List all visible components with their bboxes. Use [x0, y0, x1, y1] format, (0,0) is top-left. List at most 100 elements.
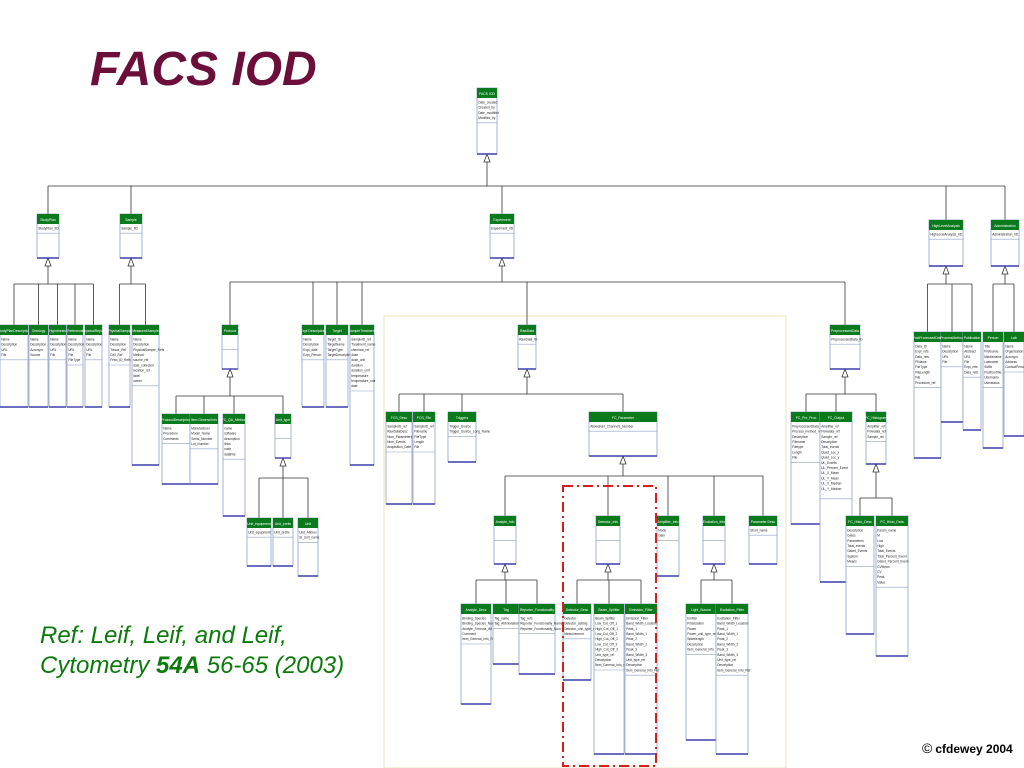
class-box-field: UL_X_Median [821, 482, 841, 486]
class-box-title: MeasuredSample [132, 329, 159, 333]
class-box-field: Item_General_Info_ref [595, 663, 627, 667]
class-box-title: Parameter Desc [751, 520, 776, 524]
class-box-title: FCS_File [417, 416, 431, 420]
class-box-field: Binding_Species_Name [462, 622, 496, 626]
class-box-header [716, 604, 748, 614]
class-box-field: Administration_IID [992, 232, 1019, 236]
class-box-field: duration [351, 363, 363, 367]
class-box-field: Expt_date [303, 348, 318, 352]
class-box-header [275, 414, 291, 424]
class-box-header [120, 214, 142, 224]
class-box-title: Analyte_Info [496, 520, 515, 524]
class-box-field: URL [1, 348, 8, 352]
class-box-field: Band_Width_1 [717, 632, 738, 636]
class-box-field: Unit_type_ref [595, 653, 614, 657]
class-box-field: Description [303, 343, 319, 347]
class-box-header [386, 412, 412, 422]
class-box-field: CVMean [877, 565, 890, 569]
class-box-field: Userstatus [984, 381, 1000, 385]
class-box-field: Beam_Splitter [595, 616, 616, 620]
class-box-field: URL [86, 348, 93, 352]
class-box-header [29, 325, 48, 335]
class-box-header [830, 325, 860, 335]
copyright-text: cfdewey 2004 [935, 742, 1013, 756]
class-box-field: Comments [163, 437, 179, 441]
class-box-reporterfunc: Reporter_FunctionalityTag_refsReporter_F… [518, 603, 563, 675]
reference-line-2: Cytometry 54A 56-65 (2003) [40, 651, 344, 681]
class-box-field: Name [110, 337, 119, 341]
class-box-title: ProtocolDescription [161, 418, 191, 422]
class-box-field: PositionTitle [984, 370, 1001, 374]
class-box-frame [685, 603, 717, 741]
class-box-header [1004, 332, 1024, 342]
inherit-arrow-fchistogram [872, 462, 880, 473]
class-box-field: Modified_by [478, 116, 496, 120]
class-box-header [302, 325, 324, 335]
class-box-field: Power_unit_type_refs [687, 632, 718, 636]
class-box-field: Band_Width_2 [626, 642, 647, 646]
class-box-header [594, 604, 624, 614]
connector-excitationinfo [700, 562, 733, 604]
class-box-header [109, 325, 130, 335]
class-box-field: Name [68, 337, 77, 341]
class-box-unittype: Unit_type [274, 413, 292, 459]
class-box-field: Abstract [964, 350, 976, 354]
class-box-field: Comment [462, 632, 476, 636]
class-box-header [273, 518, 293, 528]
class-box-field: Procedure_ref [915, 381, 935, 385]
class-box-field: Total_Percent_Event [877, 554, 907, 558]
class-box-field: UL_Y_Median [821, 487, 841, 491]
class-box-title: PhysicalReport [82, 329, 105, 333]
class-box-field: File [915, 376, 920, 380]
class-box-title: Administration [994, 224, 1016, 228]
class-box-header [929, 220, 963, 230]
inherit-arrow-highlevel [942, 264, 950, 275]
class-box-lab: LabNameOrganizationAcronymAddressContact… [1003, 331, 1024, 437]
class-box-field: Unit_type_ref [626, 658, 645, 662]
class-box-header [914, 332, 941, 342]
class-box-field: Address [1005, 360, 1017, 364]
class-box-header [657, 516, 679, 526]
class-box-field: Item_General_Info_Ref [462, 637, 495, 641]
class-box-field: Measurement [564, 632, 584, 636]
class-box-detectordesc: Detector_DescDetectorDetector_settingDet… [562, 603, 597, 681]
class-box-title: Sample [125, 218, 137, 222]
copyright-symbol: © [922, 740, 933, 756]
class-box-header [941, 332, 963, 342]
class-box-field: Cell_Ref [110, 353, 122, 357]
class-box-field: UL_Y_Mean [821, 476, 839, 480]
class-box-field: Description [717, 663, 733, 667]
class-box-field: Band_Width_1 [626, 632, 647, 636]
class-box-field: Emission_Filter [626, 616, 649, 620]
class-box-header [625, 604, 657, 614]
class-box-title: Person [988, 336, 999, 340]
class-box-field: Title [984, 344, 990, 348]
class-box-field: File [86, 353, 91, 357]
class-box-field: Mode [658, 528, 666, 532]
class-box-field: chemical_ref [351, 348, 369, 352]
class-box-title: SampleTreatment [349, 329, 376, 333]
class-box-title: Protocol [224, 329, 237, 333]
class-box-field: Created_by [478, 106, 495, 110]
class-box-field: software [224, 432, 236, 436]
class-box-fchistogram: FC_HistogramAmplifier_refFlowdata_refSam… [865, 411, 887, 465]
class-box-title: Detector_Info [598, 520, 618, 524]
class-box-field: Band_Width_2 [717, 642, 738, 646]
class-box-field: Description [942, 350, 958, 354]
class-box-field: Gain [658, 534, 665, 538]
class-box-field: Expt_refs [964, 365, 978, 369]
class-box-field: UL_Percent_Event [821, 466, 848, 470]
class-box-title: Emission_Filter [629, 608, 653, 612]
inherit-arrow-unittype [279, 456, 287, 467]
connector-highlevel [927, 264, 973, 332]
class-box-field: Suffix [984, 365, 992, 369]
class-box-field: Num_Events [387, 440, 406, 444]
class-box-fchistodata: FC_Histo_DataParam_nameMLowHighTotal_Eve… [875, 515, 909, 657]
class-box-header [49, 325, 66, 335]
class-box-field: High_Cut_Off_2 [595, 637, 618, 641]
class-box-field: Firstname [984, 350, 998, 354]
class-box-field: Value [877, 580, 885, 584]
